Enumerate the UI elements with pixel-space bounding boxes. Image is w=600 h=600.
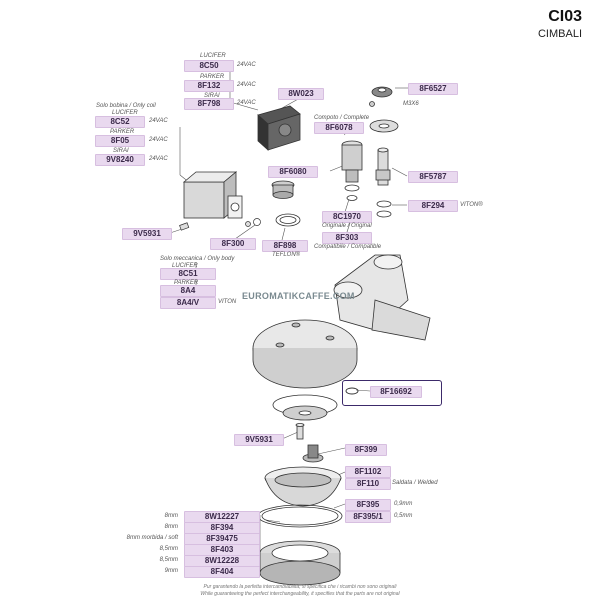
part-code[interactable]: 8F294 bbox=[408, 200, 458, 212]
complete-label: Compoto / Complete bbox=[314, 115, 370, 121]
part-code[interactable]: 8W023 bbox=[278, 88, 324, 100]
part-code[interactable]: 9V8240 bbox=[95, 154, 145, 166]
watermark: EUROMATIKCAFFE.COM bbox=[242, 291, 355, 301]
part-code[interactable]: 8F303 bbox=[322, 232, 372, 244]
part-code[interactable]: 9V5931 bbox=[122, 228, 172, 240]
gasket-size: 8mm morbida / soft bbox=[126, 535, 178, 541]
gasket-size: 8,5mm bbox=[159, 546, 178, 552]
model-code: CI03 bbox=[548, 8, 582, 25]
voltage-label: 24VAC bbox=[237, 100, 256, 106]
part-code[interactable]: 8F1102 bbox=[345, 466, 391, 478]
voltage-label: 24VAC bbox=[237, 62, 256, 68]
part-code[interactable]: 8F05 bbox=[95, 135, 145, 147]
part-code[interactable]: 8C50 bbox=[184, 60, 234, 72]
material-label: TEFLON® bbox=[272, 252, 301, 258]
coil-title: Solo bobina / Only coil bbox=[96, 103, 156, 109]
thickness-label: 0,5mm bbox=[394, 513, 413, 519]
part-code[interactable]: 8F6080 bbox=[268, 166, 318, 178]
part-code[interactable]: 8F395/1 bbox=[345, 511, 391, 523]
part-code[interactable]: 8F300 bbox=[210, 238, 256, 250]
voltage-label: 24VAC bbox=[149, 137, 168, 143]
part-code[interactable]: 8F399 bbox=[345, 444, 387, 456]
maker-label: PARKER bbox=[200, 74, 225, 80]
welded-label: Saldata / Welded bbox=[392, 480, 438, 486]
gasket-size: 8mm bbox=[164, 524, 178, 530]
footer-note-en: While guaranteeing the perfect interchan… bbox=[200, 591, 400, 597]
part-code[interactable]: 8F6078 bbox=[314, 122, 364, 134]
part-code[interactable]: 8F16692 bbox=[370, 386, 422, 398]
footer-note-it: Pur garantendo la perfetta intercambiabi… bbox=[203, 584, 397, 590]
part-code[interactable]: 8F132 bbox=[184, 80, 234, 92]
gasket-size: 8,5mm bbox=[159, 557, 178, 563]
material-label: VITON® bbox=[460, 202, 483, 208]
screw-size-label: M3X6 bbox=[403, 101, 419, 107]
solenoid-coil-left bbox=[182, 171, 243, 219]
group-head-body bbox=[252, 254, 431, 389]
part-code[interactable]: 8F798 bbox=[184, 98, 234, 110]
original-label: Originale / Original bbox=[322, 223, 372, 229]
gasket-size: 8mm bbox=[164, 513, 178, 519]
maker-label: LUCIFER bbox=[172, 263, 198, 269]
voltage-label: 24VAC bbox=[149, 118, 168, 124]
part-code[interactable]: 8C51 bbox=[160, 268, 216, 280]
part-code[interactable]: 8F404 bbox=[184, 566, 260, 578]
maker-label: LUCIFER bbox=[200, 53, 226, 59]
gasket-size: 9mm bbox=[164, 568, 178, 574]
part-code[interactable]: 8F110 bbox=[345, 478, 391, 490]
compatible-label: Compatibile / Compatible bbox=[314, 244, 382, 250]
part-code[interactable]: 8F6527 bbox=[408, 83, 458, 95]
part-code[interactable]: 8F395 bbox=[345, 499, 391, 511]
thickness-label: 0,9mm bbox=[394, 501, 413, 507]
voltage-label: 24VAC bbox=[149, 156, 168, 162]
mech-title: Solo meccanica / Only body bbox=[160, 256, 235, 262]
part-code[interactable]: 8C52 bbox=[95, 116, 145, 128]
part-code[interactable]: 8A4 bbox=[160, 285, 216, 297]
maker-label: SIRAI bbox=[113, 148, 129, 154]
plug-connector bbox=[257, 105, 301, 151]
maker-label: SIRAI bbox=[204, 93, 220, 99]
part-code[interactable]: 8F898 bbox=[262, 240, 308, 252]
part-code[interactable]: 8F5787 bbox=[408, 171, 458, 183]
material-label: VITON bbox=[218, 299, 237, 305]
highlight-frame bbox=[342, 380, 442, 406]
brand-name: CIMBALI bbox=[537, 28, 582, 40]
part-code[interactable]: 8A4/V bbox=[160, 297, 216, 309]
voltage-label: 24VAC bbox=[237, 82, 256, 88]
part-code[interactable]: 9V5931 bbox=[234, 434, 284, 446]
part-code[interactable]: 8C1970 bbox=[322, 211, 372, 223]
maker-label: PARKER bbox=[174, 280, 199, 286]
maker-label: PARKER bbox=[110, 129, 135, 135]
maker-label: LUCIFER bbox=[112, 110, 138, 116]
